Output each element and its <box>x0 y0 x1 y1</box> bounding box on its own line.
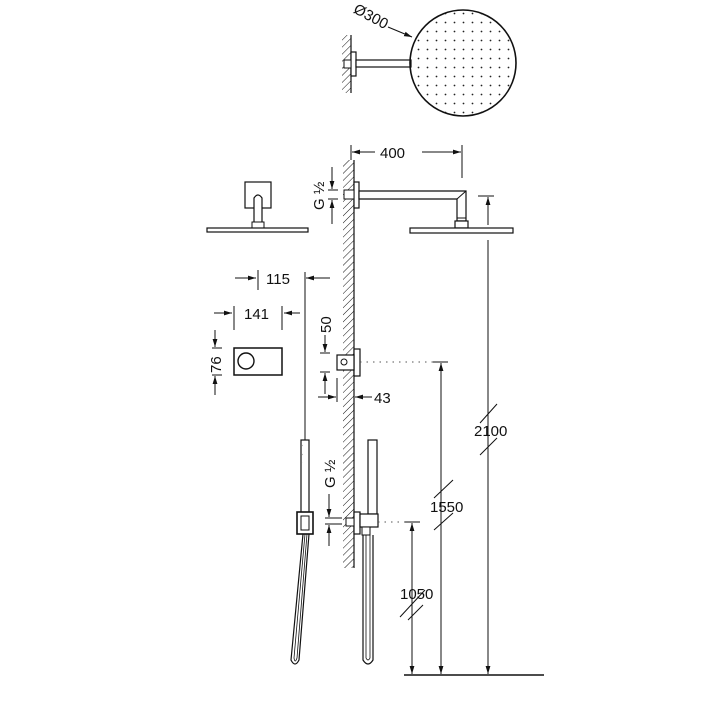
plate-width-label: 141 <box>244 306 269 323</box>
round-shower-head <box>409 9 517 117</box>
dim-50: 50 <box>318 316 335 394</box>
arm-length-label: 400 <box>380 145 405 162</box>
handshower-front <box>290 439 314 665</box>
head-height-label: 2100 <box>474 423 507 440</box>
arm-thread-label: G ½ <box>311 181 328 210</box>
valve-knob-icon <box>237 352 255 370</box>
dim-141: 141 <box>214 306 300 330</box>
handshower-side <box>345 439 412 665</box>
outlet-thread-label: G ½ <box>322 459 339 488</box>
dim-g-half-top: G ½ <box>311 167 338 224</box>
dim-115: 115 <box>235 270 330 448</box>
dim-43: 43 <box>318 378 391 407</box>
outlet-height-label: 1050 <box>400 586 433 603</box>
dim-g-half-lower: G ½ <box>322 459 342 546</box>
valve-plate <box>233 347 283 376</box>
valve-body-side <box>336 348 440 377</box>
dim-76: 76 <box>208 330 225 395</box>
diameter-label: Ø300 <box>351 1 391 33</box>
arm-flange-top <box>350 51 357 77</box>
square-shower-head-side <box>409 227 514 234</box>
ceiling-head-small <box>206 181 309 233</box>
wall-protrusion-label: 43 <box>374 390 391 407</box>
top-view: Ø300 <box>342 1 517 117</box>
height-dimensions: 1050 1550 2100 <box>399 240 544 676</box>
valve-offset-label: 50 <box>318 316 335 333</box>
dim-400: 400 <box>350 145 463 178</box>
shower-arm-top <box>355 59 412 68</box>
plate-height-label: 76 <box>208 356 225 373</box>
valve-depth-label: 115 <box>266 271 290 288</box>
valve-height-label: 1550 <box>430 499 463 516</box>
shower-arm-side <box>343 181 514 234</box>
